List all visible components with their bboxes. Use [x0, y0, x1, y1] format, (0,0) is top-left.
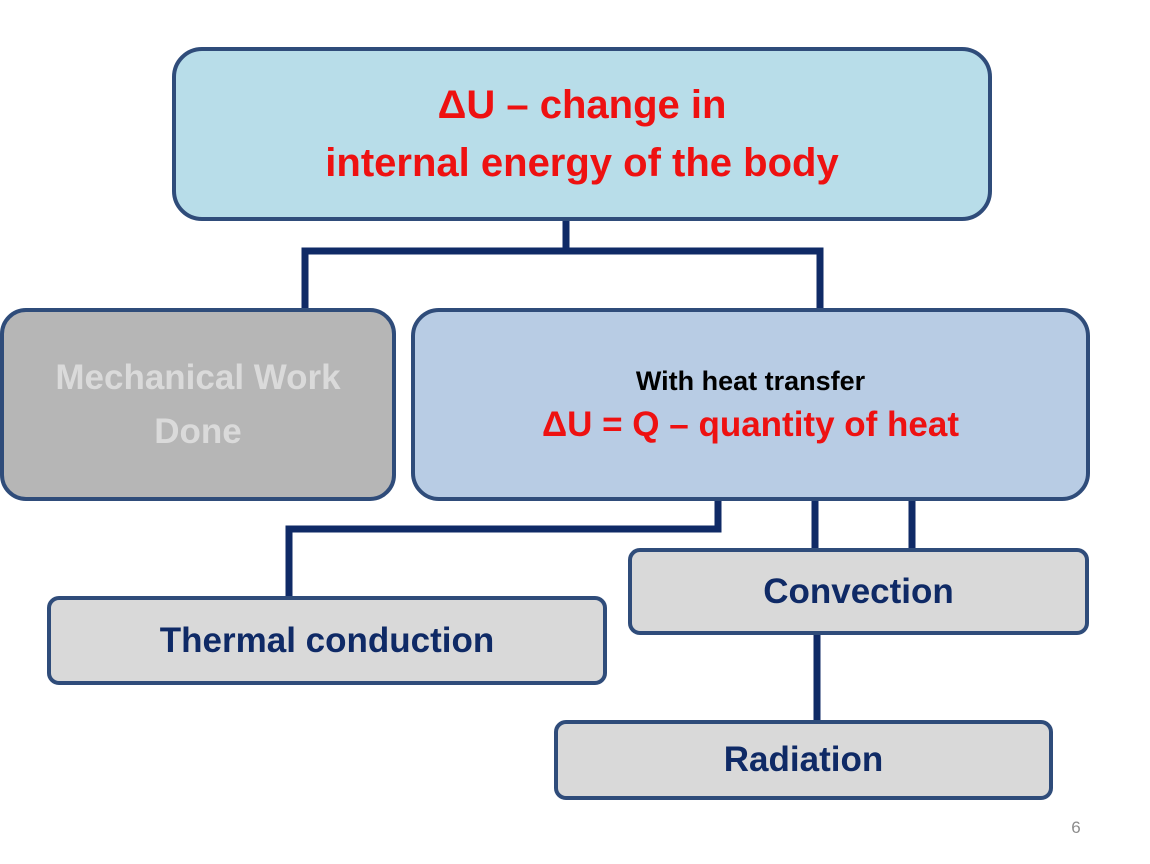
mechanical-work-line-1: Mechanical Work	[55, 357, 341, 397]
internal-energy-box: ΔU – change in internal energy of the bo…	[172, 47, 992, 221]
connector-heat-to-thermal-conduction	[285, 498, 722, 598]
radiation-label: Radiation	[723, 740, 884, 779]
mechanical-work-box: Mechanical Work Done	[0, 308, 396, 501]
thermal-conduction-box: Thermal conduction	[47, 596, 607, 685]
mechanical-work-line-2: Done	[154, 411, 242, 451]
convection-label: Convection	[763, 571, 954, 611]
connector-root-to-branches	[301, 218, 824, 310]
page-number: 6	[1071, 818, 1081, 837]
heat-transfer-box: With heat transfer ΔU = Q – quantity of …	[411, 308, 1090, 501]
convection-box: Convection	[628, 548, 1089, 635]
thermal-conduction-label: Thermal conduction	[159, 620, 495, 660]
internal-energy-line-1: ΔU – change in	[437, 83, 727, 127]
heat-transfer-formula: ΔU = Q – quantity of heat	[541, 404, 959, 444]
heat-transfer-title: With heat transfer	[635, 365, 866, 396]
internal-energy-line-2: internal energy of the body	[325, 141, 839, 185]
radiation-box: Radiation	[554, 720, 1053, 800]
